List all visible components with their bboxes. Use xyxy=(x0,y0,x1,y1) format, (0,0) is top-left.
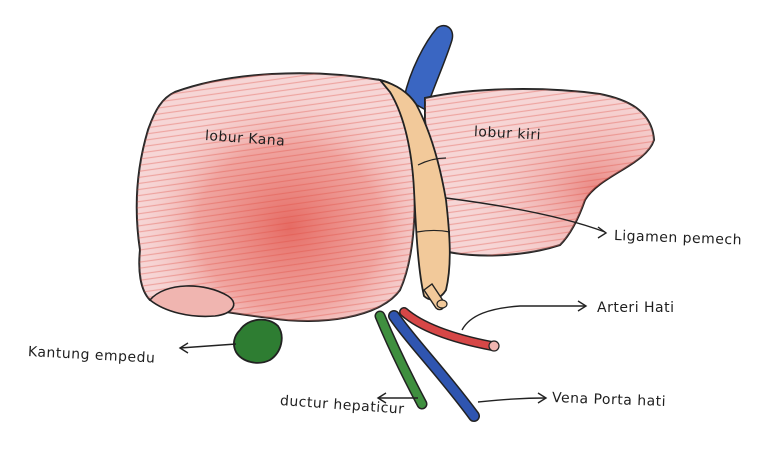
leader-gallbladder xyxy=(178,342,237,354)
leader-ligament xyxy=(445,197,608,239)
hepatic-artery-fill xyxy=(400,308,496,350)
label-left-lobe: lobur kiri xyxy=(473,124,542,144)
ligament-crease-2 xyxy=(416,229,451,233)
portal-vein-fill xyxy=(389,311,479,421)
leader-duct xyxy=(376,392,418,404)
falciform-ligament xyxy=(377,78,451,301)
left-lobe-texture xyxy=(425,89,654,256)
right-lobe-lower-curl xyxy=(148,285,235,318)
leader-portal xyxy=(477,392,548,404)
hepatic-duct-fill xyxy=(376,312,426,408)
label-hepatic-artery: Arteri Hati xyxy=(597,300,675,316)
leader-artery xyxy=(461,300,588,331)
gallbladder xyxy=(233,318,283,364)
ligament-crease-1 xyxy=(417,157,447,166)
round-ligament-end xyxy=(436,299,448,309)
hepatic-artery-end xyxy=(488,340,500,352)
vena-cava-top xyxy=(403,24,454,112)
right-lobe-texture xyxy=(136,73,415,321)
